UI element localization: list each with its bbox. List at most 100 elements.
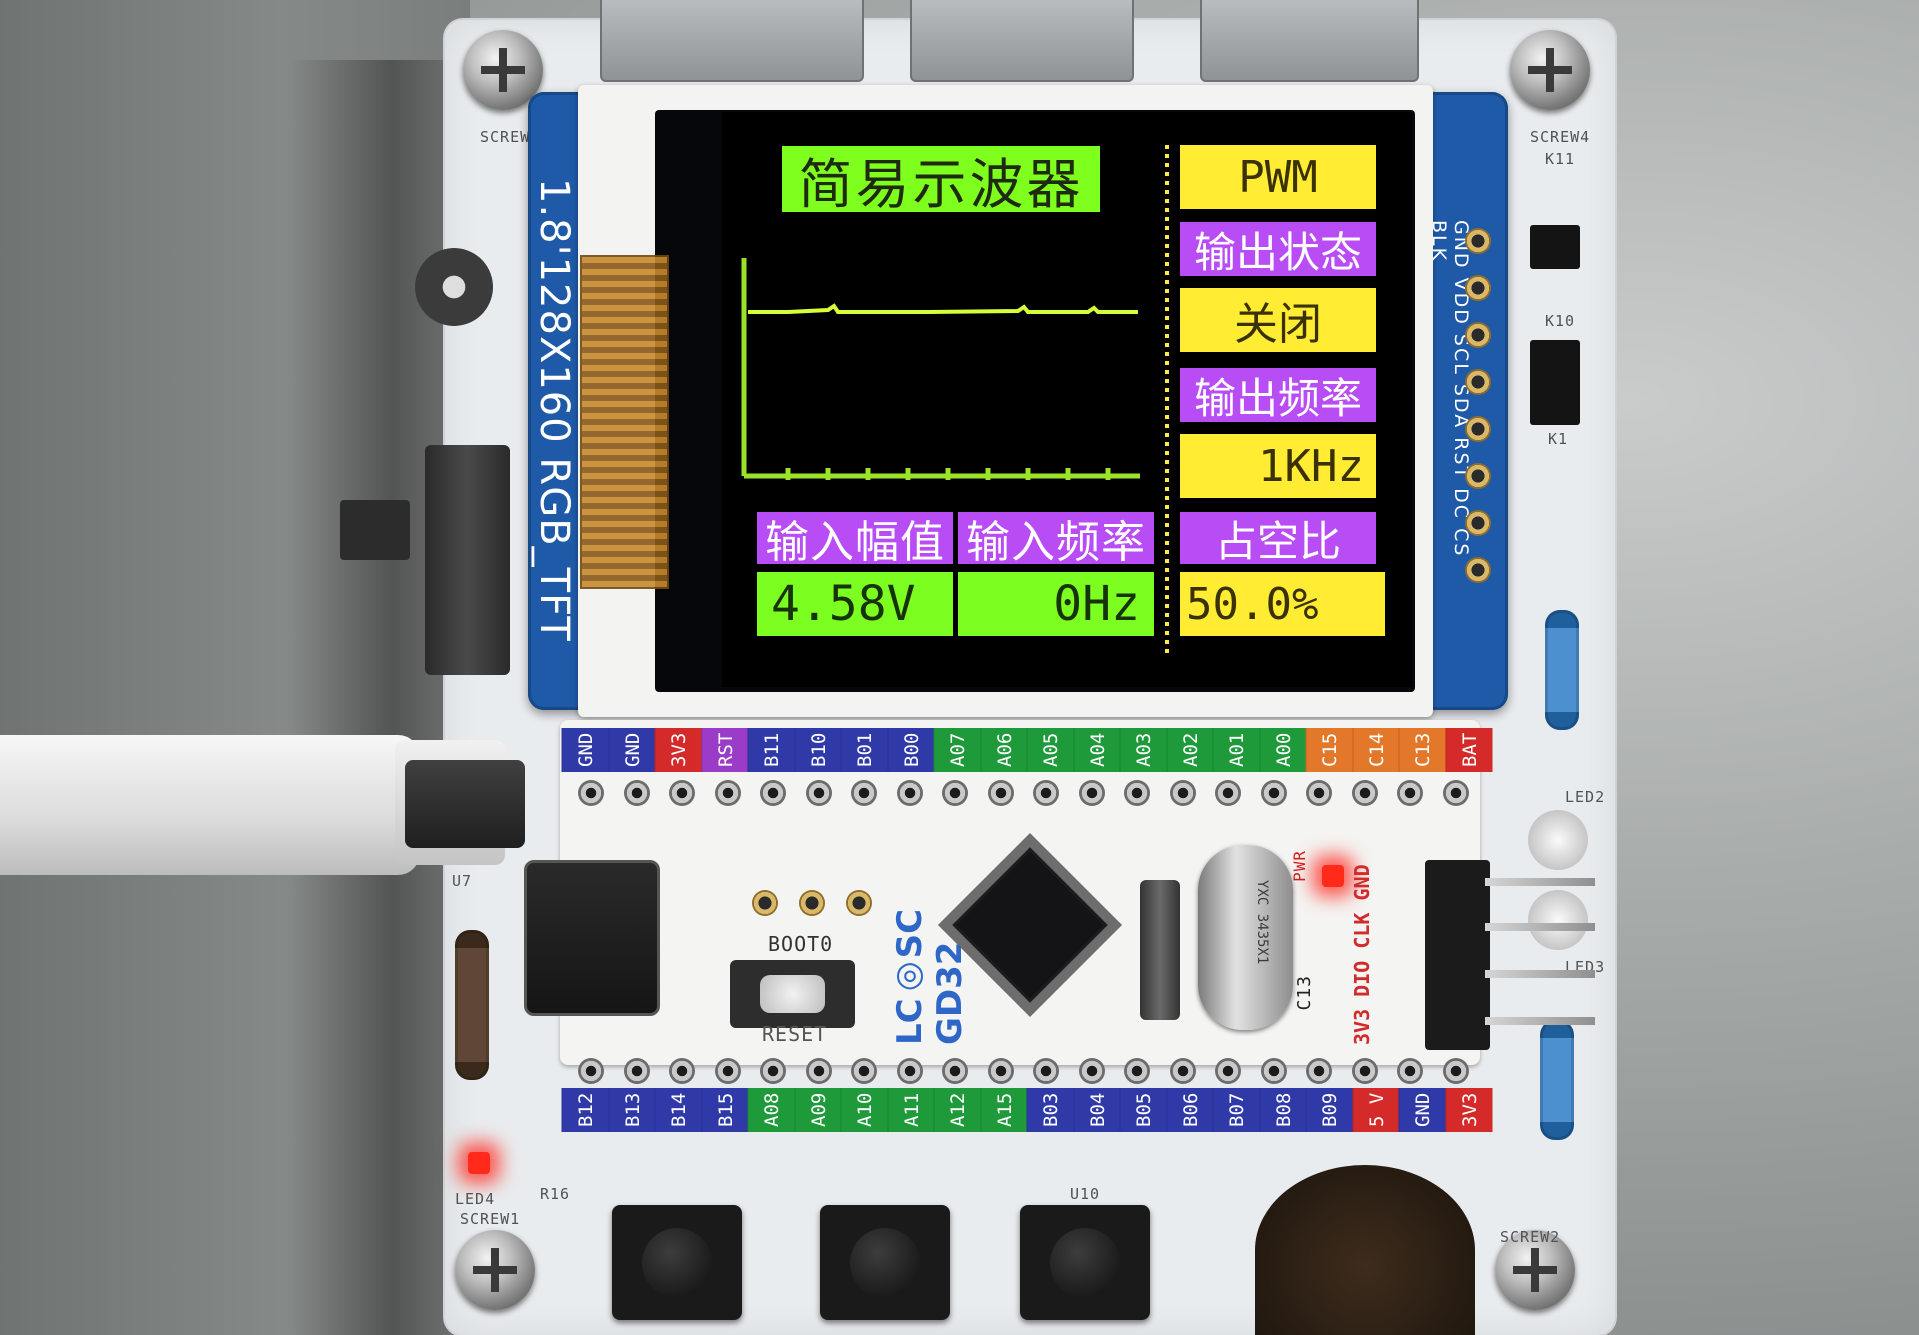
resistor-right-bottom xyxy=(1540,1020,1574,1140)
reset-button[interactable] xyxy=(760,975,825,1013)
led2 xyxy=(1528,810,1588,870)
bottom-header-pin xyxy=(1351,1058,1378,1084)
bottom-header-pin xyxy=(1124,1058,1150,1084)
top-header-pin xyxy=(623,780,650,806)
swd-pin xyxy=(1485,923,1595,931)
jumper-k11 xyxy=(1530,225,1580,269)
tft-pin-hole xyxy=(1465,463,1491,489)
bottom-pin-label: B09 xyxy=(1306,1088,1353,1132)
bottom-header-pin xyxy=(1215,1058,1241,1084)
screw-top-left xyxy=(463,30,543,110)
usb-cable xyxy=(0,735,420,875)
screw-bottom-right xyxy=(1495,1230,1575,1310)
tft-pin-hole xyxy=(1465,557,1491,583)
lcd-mode-box: PWM xyxy=(1180,145,1376,209)
bottom-header-pin xyxy=(1260,1058,1287,1084)
top-connector-mid xyxy=(910,0,1134,82)
bottom-pin-label: A09 xyxy=(794,1088,841,1132)
silk-k10: K10 xyxy=(1545,312,1576,330)
lcd-freq-value: 0Hz xyxy=(958,572,1154,636)
bottom-pin-label: B14 xyxy=(655,1088,702,1132)
lcd-divider xyxy=(1165,145,1169,653)
led4 xyxy=(468,1152,490,1174)
bottom-pin-label: B12 xyxy=(562,1088,609,1132)
top-header-holes xyxy=(578,780,1469,806)
top-header-pin xyxy=(1169,780,1196,806)
crystal xyxy=(1198,845,1293,1030)
top-pin-label: A00 xyxy=(1259,728,1306,772)
top-header-pin xyxy=(714,780,741,806)
bottom-pin-label: B08 xyxy=(1259,1088,1306,1132)
silk-pwr: PWR xyxy=(1290,850,1309,882)
lcd-output-state-value: 关闭 xyxy=(1180,288,1376,352)
swd-pin xyxy=(1485,970,1595,978)
top-header-pin xyxy=(1124,780,1150,806)
tact-button-3-cap[interactable] xyxy=(1050,1228,1120,1298)
bottom-pin-label: A10 xyxy=(841,1088,888,1132)
potentiometer[interactable] xyxy=(1255,1165,1475,1335)
resistor-left xyxy=(455,930,489,1080)
silk-led2: LED2 xyxy=(1565,788,1606,806)
tact-button-2-cap[interactable] xyxy=(850,1228,920,1298)
tact-button-1-cap[interactable] xyxy=(642,1228,712,1298)
power-led xyxy=(1322,865,1344,887)
top-pin-label: A05 xyxy=(1027,728,1074,772)
top-pin-label: GND xyxy=(608,728,655,772)
lcd-output-freq-label: 输出频率 xyxy=(1180,368,1376,423)
bottom-header-pin xyxy=(1306,1058,1332,1084)
top-pin-label: B10 xyxy=(794,728,841,772)
lcd-amp-value: 4.58V xyxy=(757,572,953,636)
top-pin-label: B01 xyxy=(841,728,888,772)
jumper-k10 xyxy=(1530,340,1580,425)
bottom-header-pin xyxy=(1442,1058,1469,1084)
bottom-pin-label: B13 xyxy=(608,1088,655,1132)
tft-pin-hole xyxy=(1465,322,1491,348)
slide-switch-lever xyxy=(340,500,410,560)
bottom-header-pin xyxy=(987,1058,1014,1084)
swd-header xyxy=(1425,860,1490,1050)
top-connector-left xyxy=(600,0,864,82)
lcd-waveform xyxy=(741,258,1140,480)
silk-k11: K11 xyxy=(1545,150,1576,168)
screw-bottom-left xyxy=(455,1230,535,1310)
wave-ticks xyxy=(785,468,1111,480)
silk-k1: K1 xyxy=(1548,430,1569,448)
slide-switch-body xyxy=(425,445,510,675)
wave-trace xyxy=(748,303,1138,314)
top-pin-label: B11 xyxy=(748,728,795,772)
top-pin-label: A04 xyxy=(1073,728,1120,772)
bottom-pin-label: A12 xyxy=(934,1088,981,1132)
top-pin-label: A01 xyxy=(1213,728,1260,772)
bottom-pin-label: B15 xyxy=(701,1088,748,1132)
top-pin-label: A07 xyxy=(934,728,981,772)
swd-pin xyxy=(1485,878,1595,886)
top-pin-label: BAT xyxy=(1445,728,1492,772)
silk-reset: RESET xyxy=(762,1022,828,1046)
top-pin-label: A02 xyxy=(1166,728,1213,772)
boot-pins xyxy=(752,890,872,924)
lcd-duty-value: 50.0% xyxy=(1180,572,1385,636)
top-header-pin xyxy=(1442,780,1469,806)
tft-pin-hole xyxy=(1465,369,1491,395)
resistor-right-top xyxy=(1545,610,1579,730)
top-header-pin xyxy=(805,780,832,806)
bottom-header-pin xyxy=(714,1058,741,1084)
lcd-title: 简易示波器 xyxy=(782,146,1100,216)
tft-model-label: 1.8'128X160 RGB_TFT xyxy=(531,178,577,642)
bottom-header-pin xyxy=(1169,1058,1196,1084)
bottom-header-pin xyxy=(760,1058,786,1084)
top-pin-label: C13 xyxy=(1399,728,1446,772)
bottom-header-pin xyxy=(578,1058,604,1084)
tft-pin-hole xyxy=(1465,416,1491,442)
top-pin-label: B00 xyxy=(887,728,934,772)
top-header-pin xyxy=(669,780,695,806)
bottom-header-pin xyxy=(942,1058,968,1084)
silk-c13: C13 xyxy=(1294,975,1315,1011)
bottom-header-pin xyxy=(623,1058,650,1084)
screw-top-right xyxy=(1510,30,1590,110)
bottom-header-pin xyxy=(896,1058,923,1084)
silk-u7: U7 xyxy=(452,872,473,890)
